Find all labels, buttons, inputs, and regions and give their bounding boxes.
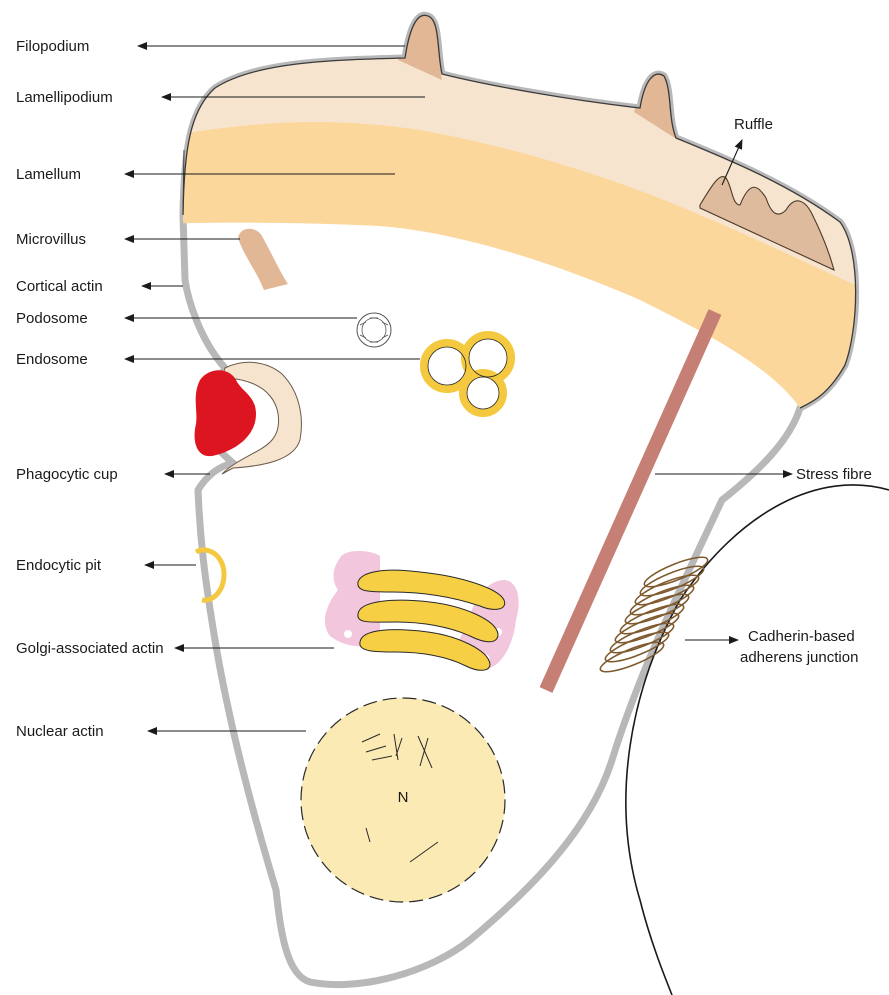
nucleus: N <box>301 698 505 902</box>
label-cortical-actin: Cortical actin <box>16 278 103 295</box>
label-phagocytic-cup: Phagocytic cup <box>16 466 118 483</box>
label-lamellum: Lamellum <box>16 166 81 183</box>
label-podosome: Podosome <box>16 310 88 327</box>
label-golgi-associated-actin: Golgi-associated actin <box>16 640 164 657</box>
label-cadherin-line2: adherens junction <box>740 649 858 666</box>
label-ruffle: Ruffle <box>734 116 773 133</box>
label-nuclear-actin: Nuclear actin <box>16 723 104 740</box>
label-cadherin-line1: Cadherin-based <box>748 628 855 645</box>
label-microvillus: Microvillus <box>16 231 86 248</box>
label-endosome: Endosome <box>16 351 88 368</box>
label-endocytic-pit: Endocytic pit <box>16 557 102 574</box>
nucleus-label: N <box>398 789 409 806</box>
label-filopodium: Filopodium <box>16 38 89 55</box>
label-stress-fibre: Stress fibre <box>796 466 872 483</box>
podosome <box>357 313 391 347</box>
label-lamellipodium: Lamellipodium <box>16 89 113 106</box>
